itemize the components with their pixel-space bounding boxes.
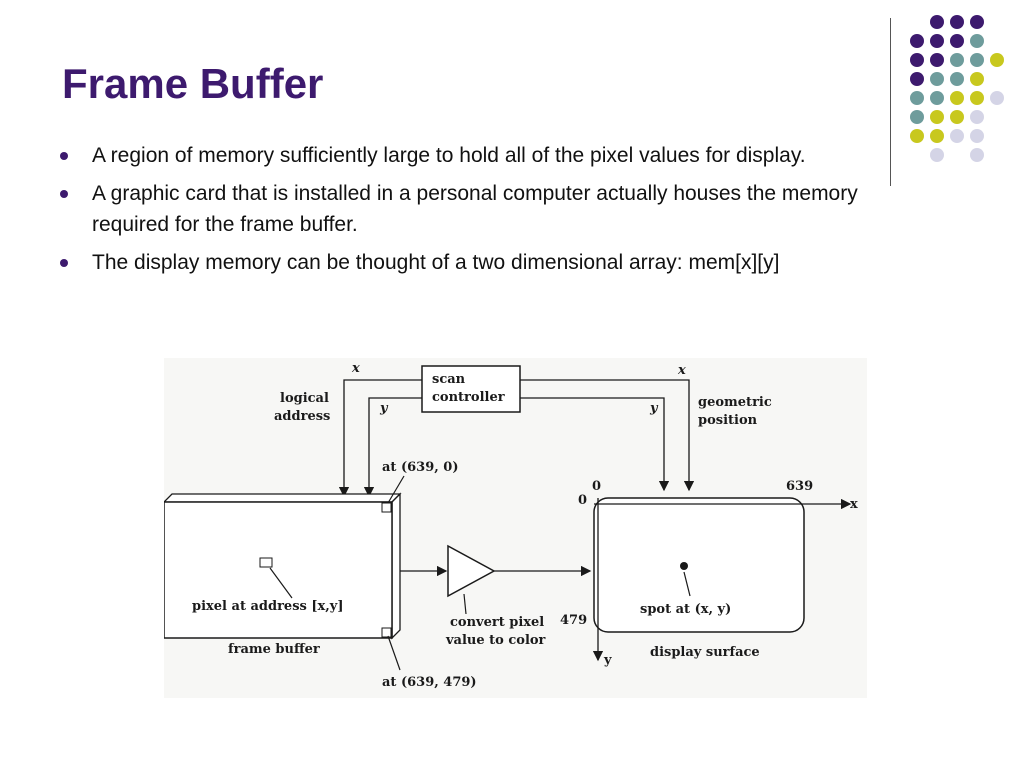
geometric-position-label-2: position: [698, 413, 758, 428]
decorative-dot: [990, 91, 1004, 105]
logical-address-label-2: address: [274, 409, 330, 424]
max-x-label: 639: [786, 479, 813, 494]
y-address-line: [363, 397, 422, 498]
scan-controller-box: [421, 365, 521, 413]
bullet-item: A region of memory sufficiently large to…: [60, 140, 940, 171]
decorative-dot: [950, 15, 964, 29]
bullet-text: A region of memory sufficiently large to…: [92, 144, 806, 167]
spot-marker-icon: [680, 562, 688, 570]
bullet-item: The display memory can be thought of a t…: [60, 247, 940, 278]
decorative-dot: [970, 91, 984, 105]
geometric-position-label-1: geometric: [698, 395, 772, 410]
decorative-dot: [930, 91, 944, 105]
decorative-dot: [930, 129, 944, 143]
decorative-dot-grid: [910, 15, 1004, 162]
axis-y-label: y: [603, 653, 612, 668]
bullet-text: A graphic card that is installed in a pe…: [92, 182, 858, 236]
origin-zero-label: 0: [592, 479, 601, 494]
decorative-dot: [970, 72, 984, 86]
decorative-dot: [970, 34, 984, 48]
title-divider: [890, 18, 891, 186]
decorative-dot: [950, 72, 964, 86]
decorative-dot: [950, 34, 964, 48]
slide-title: Frame Buffer: [62, 60, 324, 107]
decorative-dot: [950, 110, 964, 124]
x-label-left: x: [351, 361, 360, 376]
y-position-line: [520, 397, 670, 492]
convert-pixel-label-2: value to color: [445, 633, 546, 648]
bullet-dot-icon: [60, 190, 68, 198]
at-top-pointer: [387, 475, 405, 504]
decorative-dot: [910, 34, 924, 48]
display-surface-label: display surface: [650, 645, 760, 660]
decorative-dot: [910, 53, 924, 67]
decorative-dot: [910, 129, 924, 143]
max-y-label: 479: [560, 613, 587, 628]
convert-pointer: [463, 593, 467, 615]
decorative-dot: [930, 148, 944, 162]
frame-buffer-diagram: scan controller x y x y logical address …: [162, 358, 867, 698]
frame-buffer-label: frame buffer: [228, 642, 320, 657]
pixel-cell-icon: [259, 557, 273, 568]
x-position-line: [520, 379, 695, 492]
frame-buffer-top-face: [162, 493, 402, 503]
decorative-dot: [970, 53, 984, 67]
bullet-dot-icon: [60, 259, 68, 267]
x-label-right: x: [677, 363, 686, 378]
y-label-right: y: [649, 401, 659, 416]
at-bottom-pointer: [387, 635, 401, 671]
convert-pixel-label-1: convert pixel: [450, 615, 544, 630]
decorative-dot: [950, 129, 964, 143]
pixel-pointer-line: [269, 567, 293, 599]
scan-controller-label-1: scan: [432, 372, 466, 387]
decorative-dot: [910, 91, 924, 105]
corner-cell-bottom: [381, 627, 392, 638]
spot-at-label: spot at (x, y): [640, 602, 731, 617]
decorative-dot: [910, 72, 924, 86]
axis-x-label: x: [850, 497, 858, 512]
decorative-dot: [970, 148, 984, 162]
decorative-dot: [950, 91, 964, 105]
display-surface-box: [593, 497, 805, 633]
decorative-dot: [930, 110, 944, 124]
decorative-dot: [930, 53, 944, 67]
logical-address-label-1: logical: [280, 391, 329, 406]
decorative-dot: [970, 15, 984, 29]
decorative-dot: [930, 34, 944, 48]
spot-pointer: [683, 571, 691, 597]
bullet-item: A graphic card that is installed in a pe…: [60, 178, 940, 240]
at-bottom-label: at (639, 479): [382, 675, 477, 690]
y-label-left: y: [379, 401, 389, 416]
bullet-list: A region of memory sufficiently large to…: [60, 140, 940, 285]
decorative-dot: [930, 15, 944, 29]
scan-controller-label-2: controller: [432, 390, 505, 405]
x-address-line: [338, 379, 422, 498]
bullet-text: The display memory can be thought of a t…: [92, 251, 780, 274]
frame-buffer-side-face: [391, 492, 401, 640]
top-zero-label: 0: [578, 493, 587, 508]
converter-triangle-icon: [447, 544, 496, 598]
decorative-dot: [990, 53, 1004, 67]
decorative-dot: [970, 129, 984, 143]
decorative-dot: [970, 110, 984, 124]
corner-cell-top: [381, 502, 392, 513]
decorative-dot: [910, 110, 924, 124]
pixel-at-address-label: pixel at address [x,y]: [192, 599, 344, 614]
bullet-dot-icon: [60, 152, 68, 160]
decorative-dot: [950, 53, 964, 67]
frame-buffer-box: [163, 501, 393, 639]
at-top-label: at (639, 0): [382, 460, 459, 475]
decorative-dot: [930, 72, 944, 86]
